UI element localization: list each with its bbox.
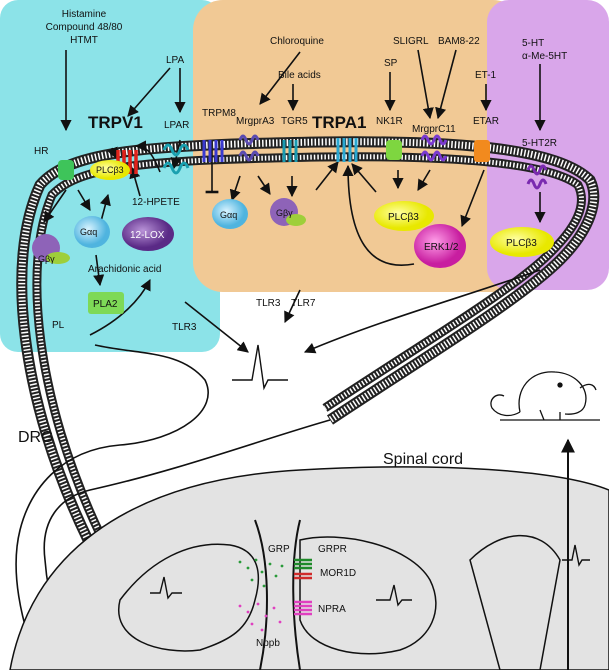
hr-receptor [58, 160, 74, 180]
arachidonic-acid-label: Arachidonic acid [88, 264, 161, 275]
tlr-arrows [184, 269, 541, 354]
grp-label: GRP [268, 544, 290, 555]
plc-trpa1 [374, 201, 434, 231]
ligand-bile-acids: Bile acids [278, 70, 321, 81]
plc-trpv1 [90, 160, 130, 180]
pl-label: PL [52, 320, 65, 331]
action-potential-icon [150, 344, 590, 607]
npra-label: NPRA [318, 604, 346, 615]
plc-5ht-label: PLCβ3 [506, 238, 537, 249]
gbg-trpa1-label: Gβγ [276, 208, 293, 218]
tlr7-label: TLR7 [291, 298, 316, 309]
grpr-receptor [294, 558, 312, 570]
spinal-cord-label: Spinal cord [383, 451, 463, 468]
ligand-htmt: HTMT [70, 35, 98, 46]
gbg-trpa1 [270, 198, 306, 226]
lox-label: 12-LOX [130, 230, 165, 241]
trpa1-membrane-proteins [202, 134, 490, 162]
trpm8-label: TRPM8 [202, 108, 236, 119]
mrgpra3-label: MrgprA3 [236, 116, 275, 127]
5ht2r-label: 5-HT2R [522, 138, 557, 149]
ligand-et1: ET-1 [475, 70, 497, 81]
plc-trpa1-label: PLCβ3 [388, 212, 419, 223]
gaq-trpa1-label: Gαq [220, 210, 237, 220]
mouse-icon [490, 371, 600, 421]
gbg-trpv1 [32, 234, 70, 264]
grp-vesicles [238, 558, 284, 588]
ligand-compound4880: Compound 48/80 [46, 22, 123, 33]
ligand-bam: BAM8-22 [438, 36, 480, 47]
trpa1-arrows [205, 49, 492, 266]
pla2-label: PLA2 [93, 299, 118, 310]
drg-label: DRG [18, 429, 54, 446]
mor1d-label: MOR1D [320, 568, 356, 579]
5ht2r-receptor [526, 164, 548, 190]
nppb-vesicles [238, 602, 282, 632]
trpa1-label: TRPA1 [312, 113, 366, 132]
tgr5-label: TGR5 [281, 116, 308, 127]
ligand-lpa: LPA [166, 55, 184, 66]
gaq-trpv1 [74, 216, 110, 248]
lox-enzyme [122, 217, 174, 251]
gaq-trpv1-label: Gαq [80, 227, 97, 237]
ligand-histamine: Histamine [62, 9, 107, 20]
npra-receptor [294, 600, 312, 616]
etar-label: ETAR [473, 116, 499, 127]
nppb-label: Nppb [256, 638, 280, 649]
ligand-ame5ht: α-Me-5HT [522, 51, 567, 62]
erk-label: ERK1/2 [424, 242, 459, 253]
tlr3-mid-label: TLR3 [256, 298, 281, 309]
hpete-label: 12-HPETE [132, 197, 180, 208]
lpar-label: LPAR [164, 120, 189, 131]
ligand-sp: SP [384, 58, 398, 69]
nk1r-label: NK1R [376, 116, 403, 127]
tlr3-left-label: TLR3 [172, 322, 197, 333]
ligand-5ht: 5-HT [522, 38, 544, 49]
hr-label: HR [34, 146, 48, 157]
pla2-enzyme [88, 292, 124, 314]
lpar-receptor [162, 143, 190, 175]
ligand-chloroquine: Chloroquine [270, 36, 324, 47]
mor1d-receptor [294, 572, 312, 580]
gaq-trpa1 [212, 199, 248, 229]
plc-5ht [490, 227, 554, 257]
grpr-label: GRPR [318, 544, 347, 555]
gbg-trpv1-label: Gβγ [38, 254, 55, 264]
trpv1-label: TRPV1 [88, 113, 143, 132]
ligand-sligrl: SLIGRL [393, 36, 429, 47]
trpv1-arrows [43, 50, 186, 336]
plc-trpv1-label: PLCβ3 [96, 165, 124, 175]
erk-enzyme [414, 224, 466, 268]
mrgprc11-label: MrgprC11 [412, 124, 456, 135]
